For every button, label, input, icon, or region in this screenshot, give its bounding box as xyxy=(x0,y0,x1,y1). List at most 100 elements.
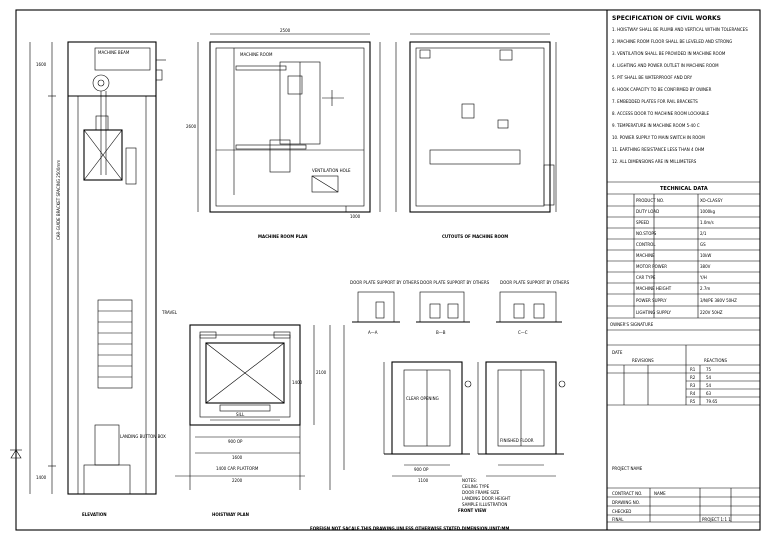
tech-label: CONTROL xyxy=(636,242,656,247)
section-bb-label: B—B xyxy=(436,330,446,335)
final-label: FINAL xyxy=(612,517,624,522)
tech-value: 1.0m/s xyxy=(700,220,714,225)
reaction-value: 75 xyxy=(706,367,712,372)
tech-label: MACHINE xyxy=(636,253,655,258)
reaction-key: R5 xyxy=(690,399,696,404)
front-view-title: FRONT VIEW xyxy=(458,508,487,513)
date-label: DATE xyxy=(612,350,623,355)
section-c-note: DOOR PLATE SUPPORT BY OTHERS xyxy=(500,280,570,285)
hoistway-plan-title: HOISTWAY PLAN xyxy=(212,512,250,517)
reaction-key: R4 xyxy=(690,391,696,396)
drawing-label: DRAWING NO. xyxy=(612,500,640,505)
section-a-note: DOOR PLATE SUPPORT BY OTHERS xyxy=(350,280,420,285)
reaction-value: 79.65 xyxy=(706,399,718,404)
fv-clear-opening: CLEAR OPENING xyxy=(406,396,439,401)
tech-label: MACHINE HEIGHT xyxy=(636,286,672,291)
tech-value: XO-CLASSY xyxy=(700,198,723,203)
hw-platform: 1400 CAR PLATFORM xyxy=(216,466,259,471)
elevation-title: ELEVATION xyxy=(82,512,107,517)
hw-car-depth: 1400 xyxy=(292,380,303,385)
tech-label: LIGHTING SUPPLY xyxy=(636,310,671,315)
landing-button-label: LANDING BUTTON BOX xyxy=(120,434,166,439)
cutouts-title: CUTOUTS OF MACHINE ROOM xyxy=(442,234,509,239)
tech-value: 1000kg xyxy=(700,209,716,214)
dim-pit-label: 1400 xyxy=(36,475,47,480)
tech-value: 380V xyxy=(700,264,711,269)
note-line: 3. VENTILATION SHALL BE PROVIDED IN MACH… xyxy=(612,51,726,56)
tech-label: DUTY LOAD xyxy=(636,209,660,214)
front-view-drawing xyxy=(383,361,566,477)
note-line: 9. TEMPERATURE IN MACHINE ROOM 5-40 C xyxy=(612,123,700,128)
note-line: 7. EMBEDDED PLATES FOR RAIL BRACKETS xyxy=(612,99,698,104)
tech-label: POWER SUPPLY xyxy=(636,298,667,303)
reaction-value: 54 xyxy=(706,383,712,388)
fv-finished-floor: FINISHED FLOOR xyxy=(500,438,534,443)
section-cc-label: C—C xyxy=(518,330,528,335)
mr-window-label: VENTILATION HOLE xyxy=(312,168,351,173)
mr-dim-side: 2600 xyxy=(186,124,197,129)
machine-room-plan-drawing xyxy=(197,33,381,213)
reaction-key: R3 xyxy=(690,383,696,388)
machine-beam-label: MACHINE BEAM xyxy=(98,50,130,55)
tech-value: 220V 50HZ xyxy=(700,310,723,315)
reaction-key: R1 xyxy=(690,367,696,372)
reactions-label: REACTIONS xyxy=(704,358,728,363)
tech-table-grid xyxy=(607,194,760,319)
footer-note: FOREIGN NOT SACALE THIS DRAWING,UNLESS O… xyxy=(310,526,510,531)
notes-title: SPECIFICATION OF CIVIL WORKS xyxy=(612,15,721,22)
note-line: 2. MACHINE ROOM FLOOR SHALL BE LEVELED A… xyxy=(612,39,733,44)
elevation-drawing xyxy=(10,41,166,495)
car-gap-note: CAR-GUIDE BRACKET SPACING 2500mm xyxy=(56,159,61,240)
note-line: 8. ACCESS DOOR TO MACHINE ROOM LOCKABLE xyxy=(612,111,710,116)
mr-dim-top: 2500 xyxy=(280,28,291,33)
tech-value: 10kW xyxy=(700,253,712,258)
reaction-value: 54 xyxy=(706,375,712,380)
section-b-note: DOOR PLATE SUPPORT BY OTHERS xyxy=(420,280,490,285)
tech-label: MOTOR POWER xyxy=(636,264,668,269)
note-line: 4. LIGHTING AND POWER OUTLET IN MACHINE … xyxy=(612,63,719,68)
owner-signature-label: OWNER'S SIGNATURE xyxy=(610,322,654,327)
note-line: 10. POWER SUPPLY TO MAIN SWITCH IN ROOM xyxy=(612,135,705,140)
hw-car-width: 1600 xyxy=(232,455,243,460)
hoistway-plan-drawing xyxy=(175,324,345,490)
note-line: 11. EARTHING RESISTANCE LESS THAN 4 OHM xyxy=(612,147,705,152)
hw-dim-depth: 2100 xyxy=(316,370,327,375)
tech-label: NO.STOPS xyxy=(636,231,657,236)
fv-note: DOOR FRAME SIZE xyxy=(462,490,500,495)
dim-top-label: 1600 xyxy=(36,62,47,67)
hw-dim-width: 2200 xyxy=(232,478,243,483)
note-line: 6. HOOK CAPACITY TO BE CONFIRMED BY OWNE… xyxy=(612,87,712,92)
revisions-label: REVISIONS xyxy=(632,358,654,363)
name-label: NAME xyxy=(654,491,666,496)
cutouts-drawing xyxy=(395,33,557,213)
sections-drawing xyxy=(352,291,562,323)
fv-dim-frame: 1100 xyxy=(418,478,429,483)
note-line: 1. HOISTWAY SHALL BE PLUMB AND VERTICAL … xyxy=(612,27,748,32)
fv-dim-door: 900 OP xyxy=(414,467,429,472)
tech-label: CAR TYPE xyxy=(636,275,656,280)
section-aa-label: A—A xyxy=(368,330,378,335)
note-line: 12. ALL DIMENSIONS ARE IN MILLIMETERS xyxy=(612,159,697,164)
hw-sill: SILL xyxy=(236,412,245,417)
checked-label: CHECKED xyxy=(612,509,632,514)
tech-data-title: TECHNICAL DATA xyxy=(660,186,708,192)
tech-value: 3/N/PE 380V 50HZ xyxy=(700,298,737,303)
machine-room-plan-title: MACHINE ROOM PLAN xyxy=(258,234,308,239)
contract-label: CONTRACT NO. xyxy=(612,491,643,496)
mr-hook-label: MACHINE ROOM xyxy=(240,52,273,57)
hw-door-open: 900 OP xyxy=(228,439,243,444)
tech-value: GS xyxy=(700,242,706,247)
tech-value: Y/H xyxy=(700,275,707,280)
reaction-key: R2 xyxy=(690,375,696,380)
tech-label: SPEED xyxy=(636,220,650,225)
revision-table-grid xyxy=(607,345,760,405)
note-line: 5. PIT SHALL BE WATERPROOF AND DRY xyxy=(612,75,693,80)
project-name-label: PROJECT NAME xyxy=(612,466,643,471)
travel-label: TRAVEL xyxy=(162,310,178,315)
reaction-value: 63 xyxy=(706,391,712,396)
mr-door-label: 1000 xyxy=(350,214,361,219)
tech-value: 2/1 xyxy=(700,231,707,236)
fv-note: NOTES: xyxy=(462,478,477,483)
